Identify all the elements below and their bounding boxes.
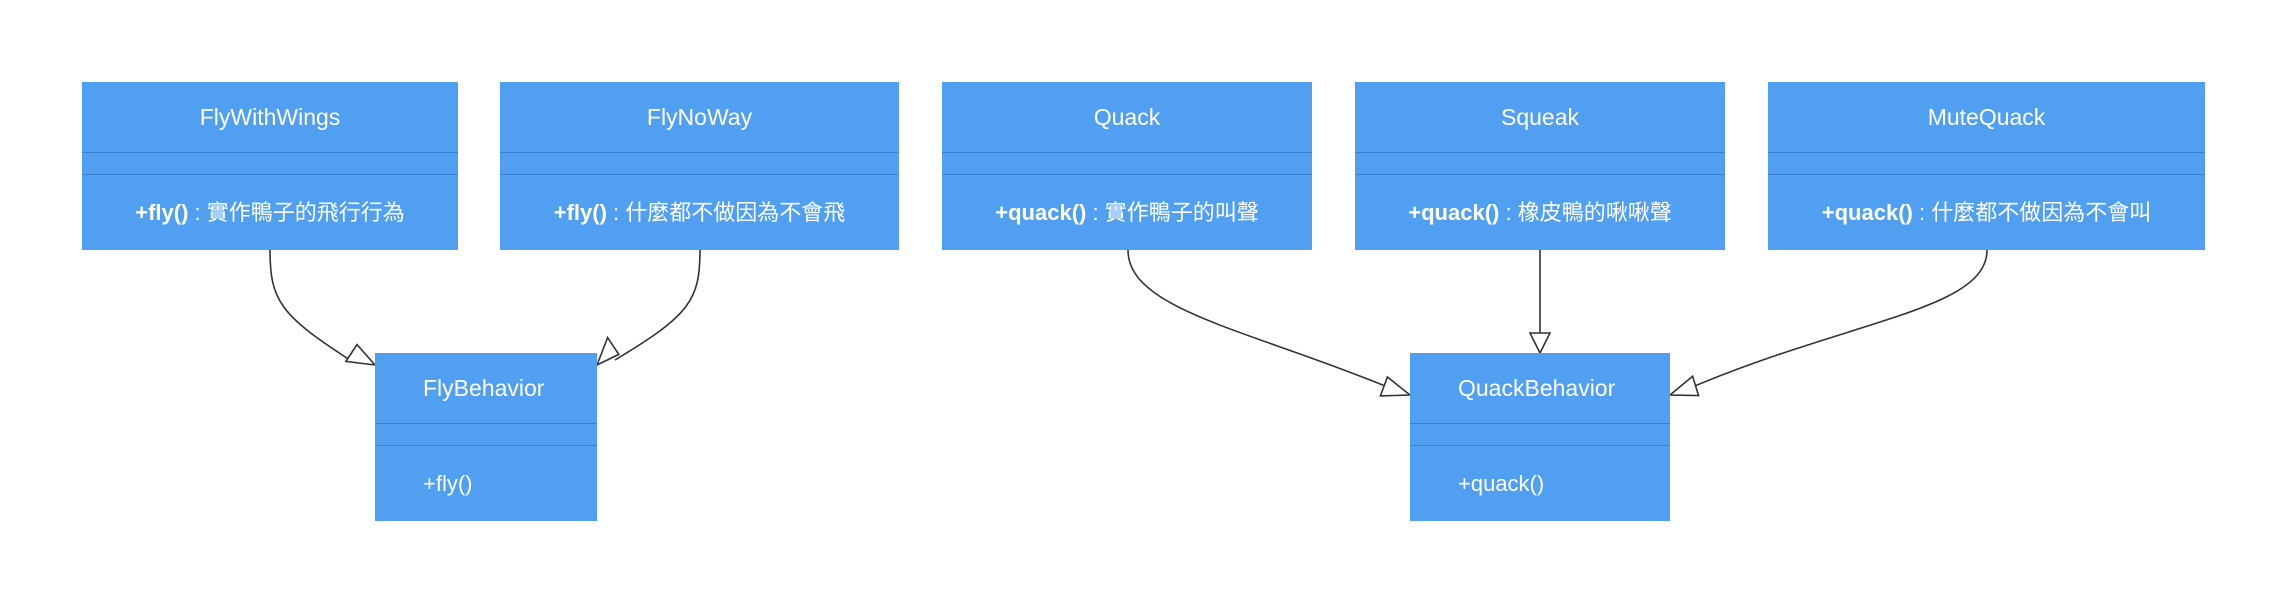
arrowhead-quack — [1379, 375, 1413, 397]
operation-signature: +quack() — [1408, 200, 1500, 225]
class-name: FlyWithWings — [199, 104, 341, 130]
connector-quack-to-quackbehavior — [1127, 249, 1391, 389]
operations-compartment: +fly() : 實作鴨子的飛行行為 — [82, 175, 458, 250]
interface-name: FlyBehavior — [423, 375, 545, 401]
operations-compartment: +quack() : 什麼都不做因為不會叫 — [1768, 175, 2205, 250]
operation-separator: : — [1499, 200, 1518, 225]
operations-compartment: +quack() — [1410, 446, 1670, 521]
class-mutequack[interactable]: MuteQuack +quack() : 什麼都不做因為不會叫 — [1768, 82, 2205, 250]
operation-separator: : — [188, 200, 207, 225]
operation-signature: +fly() — [135, 200, 189, 225]
operations-compartment: +fly() — [375, 446, 597, 521]
operation-separator: : — [1912, 200, 1932, 225]
class-name: Quack — [1093, 104, 1161, 130]
arrowhead-flywithwings — [344, 343, 377, 367]
operation-separator: : — [606, 200, 626, 225]
arrowhead-squeak — [1528, 332, 1552, 355]
arrowhead-mutequack — [1667, 374, 1700, 397]
connector-flynoway-to-flybehavior — [614, 249, 701, 361]
operation-description: 什麼都不做因為不會飛 — [625, 200, 846, 225]
interface-quackbehavior[interactable]: QuackBehavior +quack() — [1410, 353, 1670, 521]
class-flywithwings[interactable]: FlyWithWings +fly() : 實作鴨子的飛行行為 — [82, 82, 458, 250]
attributes-compartment — [500, 152, 899, 175]
operation-description: 實作鴨子的叫聲 — [1104, 200, 1259, 225]
connector-mutequack-to-quackbehavior — [1689, 249, 1988, 389]
operation-signature: +quack() — [995, 200, 1087, 225]
operation-signature: +fly() — [553, 200, 607, 225]
class-quack[interactable]: Quack +quack() : 實作鴨子的叫聲 — [942, 82, 1312, 250]
operation-description: 橡皮鴨的啾啾聲 — [1517, 200, 1672, 225]
operation-description: 實作鴨子的飛行行為 — [206, 200, 405, 225]
class-name: FlyNoWay — [646, 104, 753, 130]
class-squeak[interactable]: Squeak +quack() : 橡皮鴨的啾啾聲 — [1355, 82, 1725, 250]
attributes-compartment — [942, 152, 1312, 175]
class-flynoway[interactable]: FlyNoWay +fly() : 什麼都不做因為不會飛 — [500, 82, 899, 250]
interface-name: QuackBehavior — [1458, 375, 1616, 401]
operation-signature: +quack() — [1821, 200, 1913, 225]
class-name: MuteQuack — [1927, 104, 2046, 130]
operations-compartment: +fly() : 什麼都不做因為不會飛 — [500, 175, 899, 250]
operation: +quack() — [1458, 471, 1545, 496]
operation-description: 什麼都不做因為不會叫 — [1931, 200, 2152, 225]
attributes-compartment — [82, 152, 458, 175]
arrowhead-flynoway — [595, 335, 620, 367]
interface-flybehavior[interactable]: FlyBehavior +fly() — [375, 353, 597, 521]
operations-compartment: +quack() : 橡皮鴨的啾啾聲 — [1355, 175, 1725, 250]
operation: +fly() — [423, 471, 473, 496]
attributes-compartment — [375, 423, 597, 446]
operations-compartment: +quack() : 實作鴨子的叫聲 — [942, 175, 1312, 250]
connector-flywithwings-to-flybehavior — [269, 249, 351, 361]
attributes-compartment — [1768, 152, 2205, 175]
class-name: Squeak — [1500, 104, 1579, 130]
attributes-compartment — [1355, 152, 1725, 175]
attributes-compartment — [1410, 423, 1670, 446]
operation-separator: : — [1086, 200, 1105, 225]
